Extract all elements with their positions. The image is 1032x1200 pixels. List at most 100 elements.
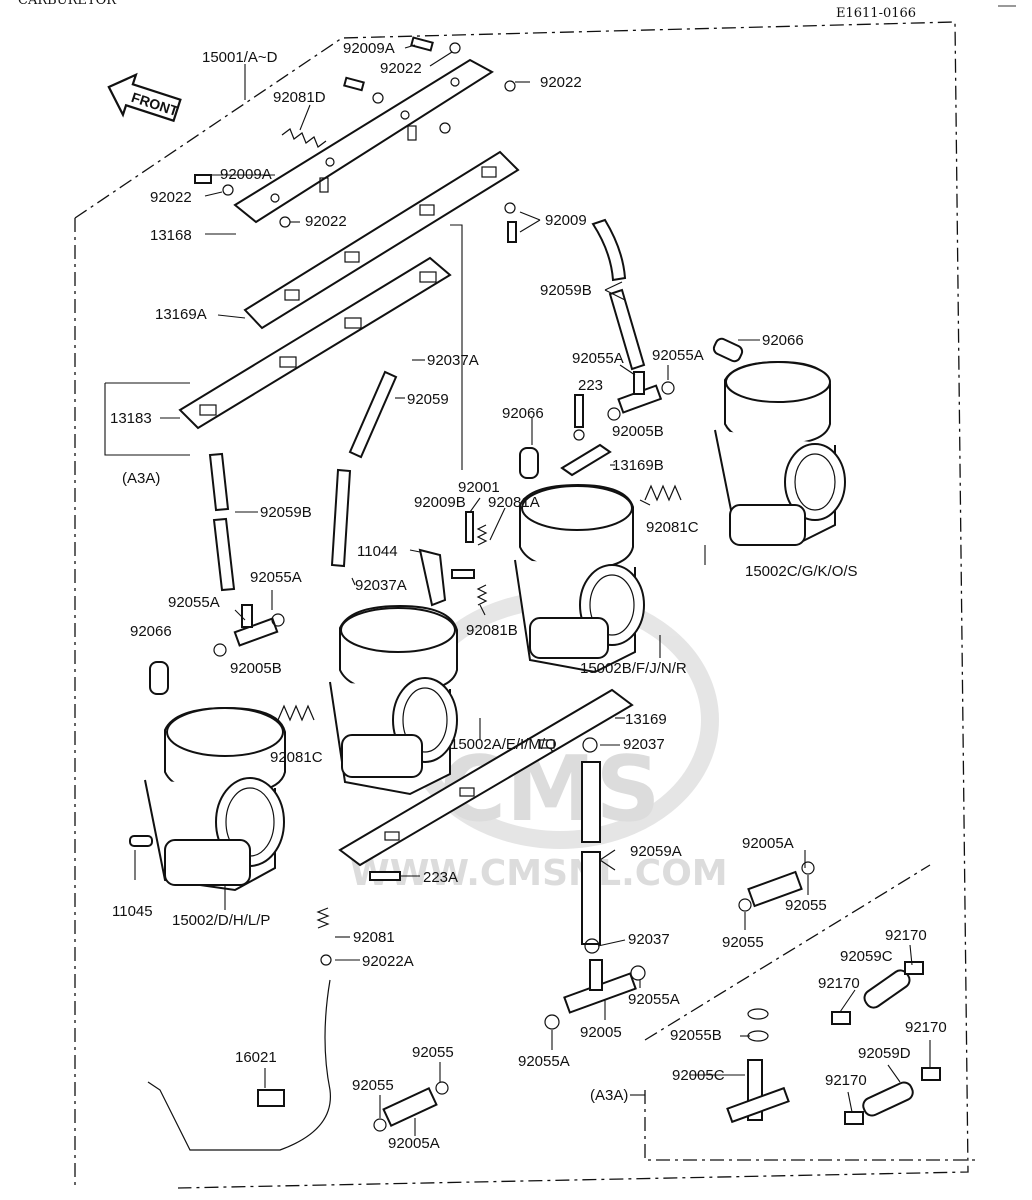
fitting-92005C <box>726 1008 790 1124</box>
fasteners-top <box>194 36 517 243</box>
label-92170-a: 92170 <box>885 927 927 944</box>
label-92005C: 92005C <box>672 1067 725 1084</box>
label-92037A-mid: 92037A <box>355 577 407 594</box>
hose-92059-mid <box>330 370 398 568</box>
holder-13183 <box>178 256 452 430</box>
label-92037-a: 92037 <box>623 736 665 753</box>
label-92055-r: 92055 <box>785 897 827 914</box>
label-11045: 11045 <box>112 903 153 920</box>
sub-frame-right-2 <box>644 864 931 1041</box>
label-15002DHLP: 15002/D/H/L/P <box>172 912 270 929</box>
label-11044: 11044 <box>357 543 398 560</box>
label-92055A-r1: 92055A <box>572 350 624 367</box>
label-92055A-l2: 92055A <box>250 569 302 586</box>
label-15002AEIMQ: 15002A/E/I/M/Q <box>450 736 557 753</box>
label-92081D: 92081D <box>273 89 326 106</box>
label-92059A: 92059A <box>630 843 682 860</box>
hose-92059A <box>581 761 601 945</box>
cap-92066-left <box>149 661 169 695</box>
hose-92059D <box>844 1067 941 1125</box>
carburetor-15002A <box>329 604 458 796</box>
label-92022-mid: 92022 <box>305 213 347 230</box>
holder-13169 <box>338 688 634 867</box>
label-92022-top2: 92022 <box>540 74 582 91</box>
spring-92081D <box>281 128 327 148</box>
bracket-13168 <box>233 58 494 224</box>
label-92055A-b2: 92055A <box>518 1053 570 1070</box>
label-223: 223 <box>578 377 603 394</box>
cap-92066-mid <box>519 447 539 479</box>
label-13169B: 13169B <box>612 457 664 474</box>
label-16021: 16021 <box>235 1049 277 1066</box>
label-13183: 13183 <box>110 410 152 427</box>
hose-92059B-right <box>591 218 646 371</box>
spring-92081C-left <box>277 704 315 722</box>
washer-223 <box>573 429 585 441</box>
label-92055-r2: 92055 <box>722 934 764 951</box>
label-92059-mid: 92059 <box>407 391 449 408</box>
label-92005A-bottom: 92005A <box>388 1135 440 1152</box>
cable-bracket <box>257 1089 285 1107</box>
label-15002BFJNR: 15002B/F/J/N/R <box>580 660 687 677</box>
diagram-code: E1611-0166 <box>836 6 916 21</box>
label-92037-b: 92037 <box>628 931 670 948</box>
label-92059B-left: 92059B <box>260 504 312 521</box>
label-92009A-left: 92009A <box>220 166 272 183</box>
label-A3A-right: (A3A) <box>590 1087 628 1104</box>
fitting-92005B-right <box>607 371 675 421</box>
label-92081B: 92081B <box>466 622 518 639</box>
fitting-92005B-left <box>213 604 285 657</box>
holder-13169A <box>243 150 520 330</box>
tube-92005A-bottom <box>373 1081 449 1132</box>
diagram-title: CARBURETOR <box>18 0 117 8</box>
label-92059D: 92059D <box>858 1045 911 1062</box>
label-92022-left: 92022 <box>150 189 192 206</box>
label-92009: 92009 <box>545 212 587 229</box>
hose-92059C <box>831 961 924 1025</box>
label-92037A-top: 92037A <box>427 352 479 369</box>
hose-92059B-left <box>208 452 236 592</box>
label-92009A-top: 92009A <box>343 40 395 57</box>
label-92001: 92001 <box>458 479 500 496</box>
label-92005: 92005 <box>580 1024 622 1041</box>
label-92005B-left: 92005B <box>230 660 282 677</box>
holder-13169B <box>560 443 612 477</box>
label-92066-left: 92066 <box>130 623 172 640</box>
label-92005B-right: 92005B <box>612 423 664 440</box>
carburetor-15002C <box>714 360 846 547</box>
label-92081C-left: 92081C <box>270 749 323 766</box>
label-92066-right: 92066 <box>762 332 804 349</box>
cable-16021 <box>147 979 331 1151</box>
fitting-92005 <box>544 959 646 1030</box>
label-92081A: 92081A <box>488 494 540 511</box>
carburetor-15002B <box>514 483 645 674</box>
tube-92005A-right <box>738 861 815 912</box>
label-92055-b1: 92055 <box>412 1044 454 1061</box>
part-labels: 15001/A~D 92009A 92022 92022 92081D 9200… <box>110 40 947 1152</box>
label-92022-top1: 92022 <box>380 60 422 77</box>
lever-11044 <box>418 548 447 607</box>
washer-92022A <box>320 954 332 966</box>
screw-92009B <box>451 569 475 579</box>
label-92066-mid: 92066 <box>502 405 544 422</box>
label-13169: 13169 <box>625 711 667 728</box>
label-92055A-b1: 92055A <box>628 991 680 1008</box>
leader-lines <box>134 44 931 1136</box>
clip-92037-a <box>582 737 598 753</box>
label-13168: 13168 <box>150 227 192 244</box>
label-92081C-right: 92081C <box>646 519 699 536</box>
label-92055A-l1: 92055A <box>168 594 220 611</box>
label-A3A-left: (A3A) <box>122 470 160 487</box>
label-92005A-right: 92005A <box>742 835 794 852</box>
screw-223A <box>369 871 401 881</box>
label-92059B-right: 92059B <box>540 282 592 299</box>
bracket-a3a-right <box>450 224 463 470</box>
label-92055B: 92055B <box>670 1027 722 1044</box>
spring-92081 <box>316 907 330 929</box>
label-92055A-r2: 92055A <box>652 347 704 364</box>
label-92022A: 92022A <box>362 953 414 970</box>
screw-223 <box>574 394 584 428</box>
carburetor-15002D <box>129 706 286 892</box>
svg-text:WWW.CMSNL.COM: WWW.CMSNL.COM <box>350 853 728 894</box>
